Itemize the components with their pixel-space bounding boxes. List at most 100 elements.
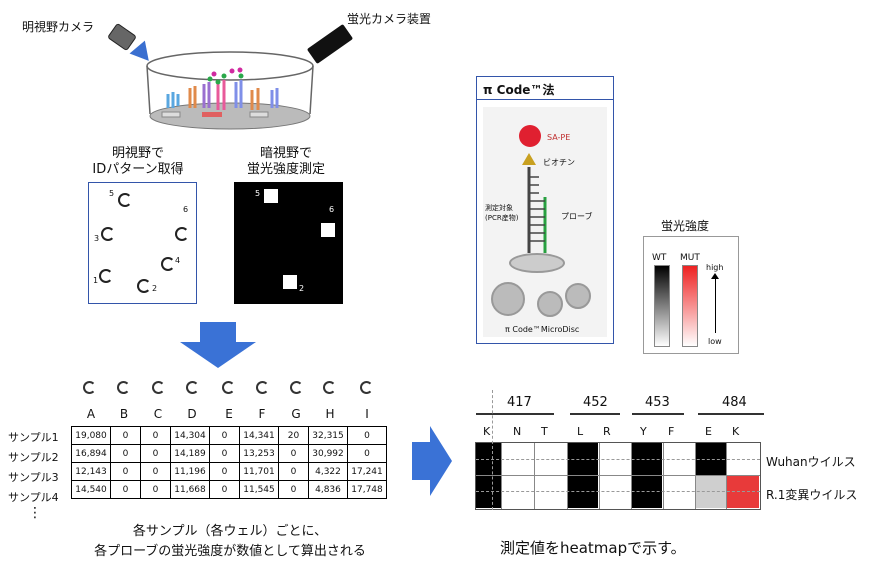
picode-panel: π Code™法 SA-PE ビオチン 測定対象 (PCR産物) プローブ π … (476, 76, 614, 344)
sa-pe-icon (519, 125, 541, 147)
biotin-label: ビオチン (543, 158, 575, 167)
picode-title-divider (477, 99, 613, 100)
intensity-arrow-icon (715, 277, 716, 333)
heatmap-col-f: F (668, 425, 675, 438)
disc-ring-icon (256, 381, 269, 394)
biotin-icon (522, 153, 536, 165)
grid-line (476, 475, 760, 476)
target-label-1: 測定対象 (485, 204, 513, 212)
group-underline (632, 413, 684, 415)
heatmap-row-wuhan: Wuhanウイルス (766, 455, 856, 469)
petri-dish-illustration (146, 51, 314, 130)
table-cell: 30,992 (308, 444, 348, 463)
grid-line (631, 443, 632, 509)
disc-ring-icon (101, 227, 115, 241)
heatmap-col-e: E (705, 425, 712, 438)
column-header-e: E (225, 407, 233, 421)
dashed-line (476, 491, 760, 492)
table-cell: 0 (140, 426, 171, 445)
well-number-2: 2 (299, 284, 305, 293)
table-row: 14,540 0 0 11,668 0 11,545 0 4,836 17,74… (71, 480, 387, 499)
bright-camera-icon (107, 22, 137, 52)
well-number-1: 1 (93, 276, 99, 285)
column-header-b: B (119, 407, 129, 421)
disc-ring-icon (83, 381, 96, 394)
column-header-a: A (86, 407, 96, 421)
heatmap-cell (476, 476, 501, 508)
heatmap-col-k1: K (483, 425, 491, 438)
bright-caption-line2: IDパターン取得 (92, 162, 184, 177)
grid-line (726, 443, 727, 509)
table-caption-line2: 各プローブの蛍光強度が数値として算出される (94, 544, 366, 559)
table-cell: 0 (347, 444, 387, 463)
table-cell: 11,545 (239, 480, 279, 499)
dark-caption-line2: 蛍光強度測定 (246, 162, 325, 177)
grid-line (534, 443, 535, 509)
dashed-line (476, 459, 760, 460)
heatmap-group-417: 417 (507, 395, 532, 410)
microdisc-icon (537, 291, 563, 317)
grid-line (599, 443, 600, 509)
well-number-4: 4 (175, 256, 181, 265)
table-cell: 11,196 (170, 462, 210, 481)
heatmap-cell (696, 476, 726, 508)
disc-ring-icon (222, 381, 235, 394)
legend-low-label: low (708, 337, 722, 346)
table-cell: 0 (209, 480, 240, 499)
well-number-5: 5 (255, 189, 261, 198)
disc-ring-icon (161, 257, 175, 271)
microdisc-label: π Code™MicroDisc (505, 325, 580, 334)
table-cell: 4,836 (308, 480, 348, 499)
column-header-d: D (187, 407, 197, 421)
table-cell: 17,241 (347, 462, 387, 481)
table-row: 16,894 0 0 14,189 0 13,253 0 30,992 0 (71, 444, 387, 463)
dark-caption-line1: 暗視野で (259, 146, 312, 161)
dashed-divider (492, 390, 493, 510)
grid-line (663, 443, 664, 509)
heatmap-caption: 測定値をheatmapで示す。 (500, 539, 686, 557)
table-cell: 12,143 (71, 462, 111, 481)
heatmap-cell (568, 476, 598, 508)
grid-line (567, 443, 568, 509)
table-cell: 11,701 (239, 462, 279, 481)
table-cell: 0 (278, 444, 309, 463)
target-label-2: (PCR産物) (485, 214, 519, 222)
arrowhead-icon (711, 273, 719, 279)
column-header-c: C (153, 407, 163, 421)
glow-well (264, 189, 278, 203)
disc-ring-icon (152, 381, 165, 394)
group-underline (570, 413, 620, 415)
right-arrow-icon (412, 426, 452, 496)
disc-ring-icon (117, 381, 130, 394)
probe-strand-illustration (527, 167, 547, 253)
legend-high-label: high (706, 263, 724, 272)
table-cell: 0 (278, 480, 309, 499)
legend-wt-label: WT (652, 253, 667, 263)
table-cell: 13,253 (239, 444, 279, 463)
group-underline (476, 413, 554, 415)
row-label-sample2: サンプル2 (8, 451, 59, 464)
disc-ring-icon (360, 381, 373, 394)
heatmap-col-k2: K (732, 425, 740, 438)
table-cell: 0 (209, 444, 240, 463)
table-caption-line1: 各サンプル（各ウェル）ごとに、 (132, 524, 328, 539)
table-row: 12,143 0 0 11,196 0 11,701 0 4,322 17,24… (71, 462, 387, 481)
heatmap-row-r1: R.1変異ウイルス (766, 488, 858, 502)
table-cell: 0 (347, 426, 387, 445)
grid-line (501, 443, 502, 509)
table-cell: 16,894 (71, 444, 111, 463)
row-label-sample3: サンプル3 (8, 471, 59, 484)
table-cell: 20 (278, 426, 309, 445)
legend-title: 蛍光強度 (661, 219, 710, 233)
table-cell: 0 (278, 462, 309, 481)
disc-ring-icon (118, 193, 132, 207)
table-cell: 32,315 (308, 426, 348, 445)
microdisc-icon (565, 283, 591, 309)
table-cell: 0 (110, 480, 141, 499)
well-number-3: 3 (94, 234, 100, 243)
well-number-6: 6 (183, 205, 189, 214)
heatmap-col-y: Y (640, 425, 647, 438)
heatmap-cell (727, 476, 759, 508)
row-label-sample4: サンプル4 (8, 491, 59, 504)
glow-well (321, 223, 335, 237)
